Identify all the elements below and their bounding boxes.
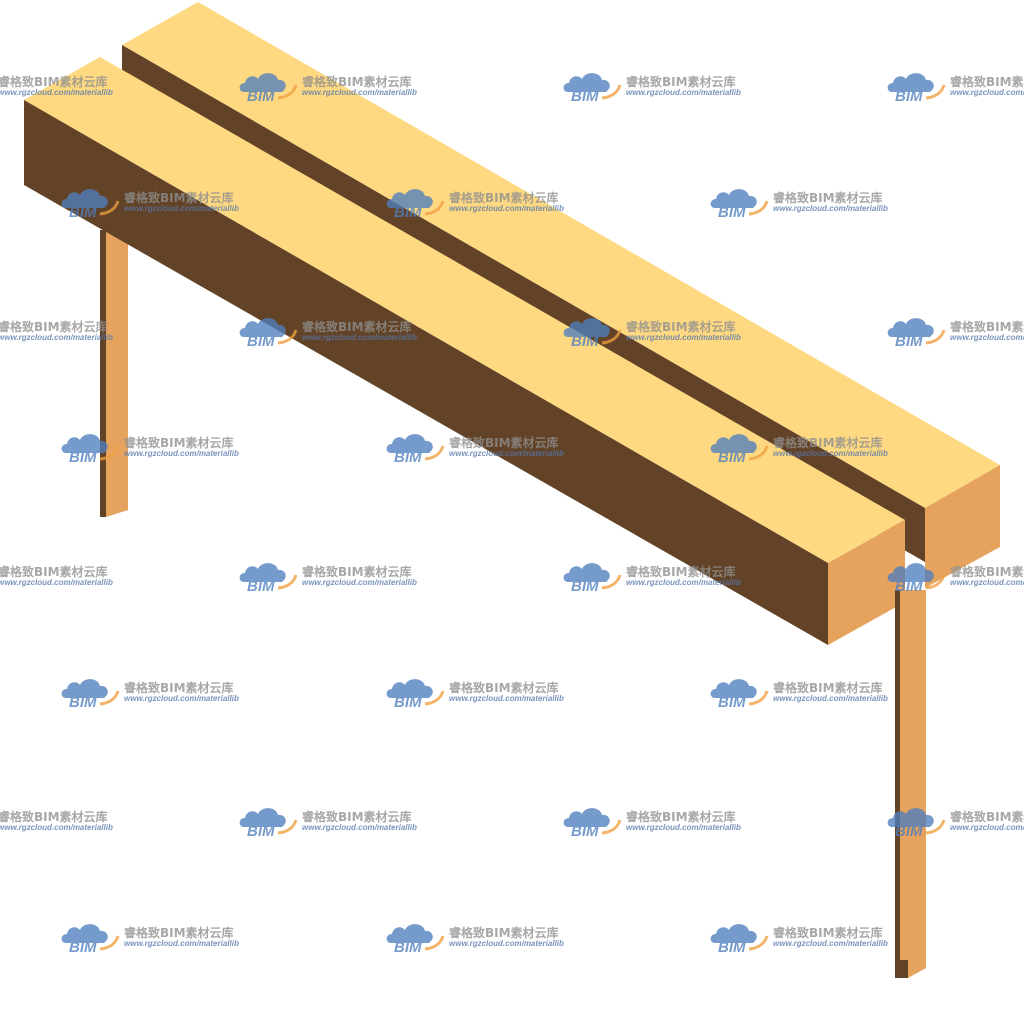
left-leg [100, 230, 128, 517]
front-plank [24, 57, 905, 645]
right-leg [895, 590, 926, 978]
